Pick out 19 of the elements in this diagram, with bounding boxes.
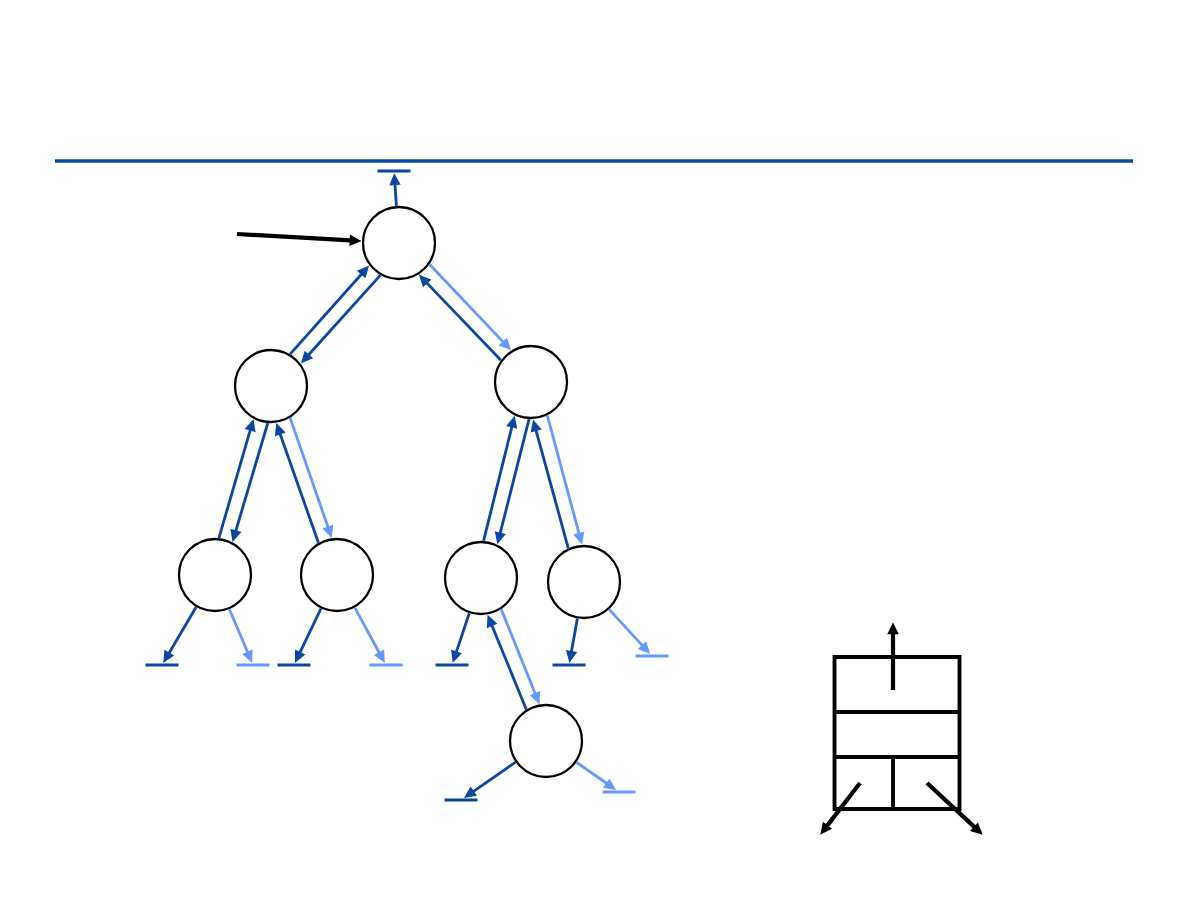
tree-node: [299, 537, 375, 613]
null-bar: [552, 663, 586, 667]
tree-node: [233, 348, 309, 424]
null-bar: [602, 790, 636, 794]
tree-node: [508, 703, 584, 779]
tree-node: [493, 344, 569, 420]
tree-node: [546, 544, 622, 620]
null-bar: [145, 663, 179, 667]
null-bar: [369, 663, 403, 667]
tree-node: [361, 205, 437, 281]
tree-node: [443, 540, 519, 616]
record-box: [832, 655, 962, 811]
null-bar: [277, 663, 311, 667]
null-bar: [435, 663, 469, 667]
null-bar: [377, 169, 411, 173]
null-bar: [236, 663, 270, 667]
null-bar: [444, 798, 478, 802]
tree-node: [177, 537, 253, 613]
null-bar: [635, 654, 669, 658]
